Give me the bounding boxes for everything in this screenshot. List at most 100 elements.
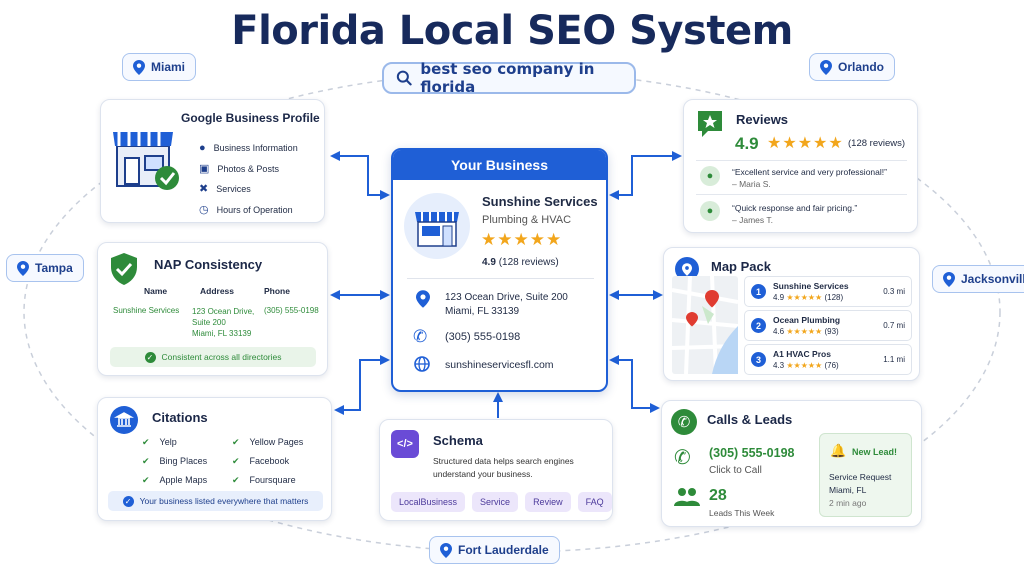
citation-item[interactable]: ✔Facebook [232,452,303,471]
gbp-card: Google Business Profile ●Business Inform… [100,99,325,223]
divider [696,194,907,195]
review-star-icon [698,111,722,137]
citations-card: Citations ✔Yelp ✔Bing Places ✔Apple Maps… [97,397,332,521]
reviews-rating: 4.9 [735,134,759,153]
map-thumbnail[interactable] [672,276,738,374]
phone-icon: ✆ [671,409,697,435]
rank-badge: 3 [751,352,766,367]
reviews-title: Reviews [736,112,789,127]
location-pin-icon [133,59,145,75]
avatar-icon: ● [700,166,720,186]
city-badge-jacksonville[interactable]: Jacksonville [932,265,1024,293]
person-icon: ● [199,142,206,154]
schema-tag[interactable]: FAQ [577,492,612,512]
citation-item[interactable]: ✔Yelp [142,433,207,452]
nap-status: ✓ Consistent across all directories [110,347,316,367]
gbp-list: ●Business Information ▣Photos & Posts ✖S… [199,138,298,220]
citation-item[interactable]: ✔Yellow Pages [232,433,303,452]
phone-icon: ✆ [413,327,428,346]
gbp-item[interactable]: ✖Services [199,179,298,200]
nap-header-address: Address [200,286,235,296]
new-lead-badge: New Lead! [852,447,898,457]
check-circle-icon: ✓ [144,351,156,363]
schema-tag[interactable]: Service [472,492,519,512]
business-category: Plumbing & HVAC [482,214,572,226]
location-pin-icon [820,59,832,75]
nap-header-name: Name [144,286,168,296]
code-icon: </> [391,430,419,458]
click-to-call[interactable]: Click to Call [709,465,762,476]
business-stars: ★★★★★ [481,230,563,249]
tools-icon: ✖ [199,183,209,195]
photo-icon: ▣ [199,162,210,175]
citations-status: ✓ Your business listed everywhere that m… [108,491,323,511]
phone-icon: ✆ [674,447,691,469]
gbp-title: Google Business Profile [181,111,320,125]
reviews-card: Reviews 4.9 ★★★★★ (128 reviews) ● “Excel… [683,99,918,233]
gbp-item[interactable]: ●Business Information [199,138,298,159]
shield-check-icon [111,253,137,285]
city-badge-miami[interactable]: Miami [122,53,197,81]
reviews-count: (128 reviews) [848,138,906,149]
check-icon: ✔ [232,475,240,485]
check-icon: ✔ [142,456,150,466]
business-name: Sunshine Services [482,194,598,209]
citation-item[interactable]: ✔Apple Maps [142,471,207,490]
city-badge-orlando[interactable]: Orlando [809,53,896,81]
location-pin-icon [943,271,955,287]
check-icon: ✔ [232,437,240,447]
nap-header-phone: Phone [264,286,290,296]
calls-phone[interactable]: (305) 555-0198 [709,446,795,460]
search-query: best seo company in florida [420,60,595,96]
schema-tag[interactable]: Review [525,492,571,512]
gbp-item[interactable]: ◷Hours of Operation [199,200,298,221]
nap-title: NAP Consistency [154,257,263,272]
gbp-item[interactable]: ▣Photos & Posts [199,159,298,180]
citation-item[interactable]: ✔Foursquare [232,471,303,490]
business-website[interactable]: sunshineservicesfl.com [445,359,554,371]
divider [407,278,594,279]
calls-card: ✆ Calls & Leads ✆ (305) 555-0198 Click t… [661,400,922,527]
new-lead-details: Service Request Miami, FL 2 min ago [829,472,892,508]
location-pin-icon [17,260,29,276]
schema-title: Schema [433,433,483,448]
city-badge-tampa[interactable]: Tampa [6,254,84,282]
citations-left-list: ✔Yelp ✔Bing Places ✔Apple Maps [142,433,207,490]
business-address: 123 Ocean Drive, Suite 200 Miami, FL 331… [445,292,568,317]
people-icon [674,488,700,506]
check-icon: ✔ [232,456,240,466]
clock-icon: ◷ [199,203,209,216]
leads-label: Leads This Week [709,508,775,518]
building-icon [110,406,138,434]
schema-tag[interactable]: LocalBusiness [391,492,466,512]
map-result-3[interactable]: 3 A1 HVAC Pros 4.3 ★★★★★ (76) 1.1 mi [744,344,912,375]
nap-name: Sunshine Services [113,306,180,315]
avatar-icon: ● [700,201,720,221]
storefront-icon [113,132,179,190]
divider [696,160,907,161]
map-pack-list: 1 Sunshine Services 4.9 ★★★★★ (128) 0.3 … [744,276,912,375]
map-pack-title: Map Pack [711,259,771,274]
search-bar[interactable]: best seo company in florida [382,60,636,96]
city-badge-fort-lauderdale[interactable]: Fort Lauderdale [429,536,560,564]
rank-badge: 2 [751,318,766,333]
search-icon [396,70,412,86]
business-phone[interactable]: (305) 555-0198 [445,331,521,343]
globe-icon [414,356,430,372]
check-circle-icon: ✓ [122,495,134,507]
business-rating: 4.9 (128 reviews) [482,257,559,268]
map-result-2[interactable]: 2 Ocean Plumbing 4.6 ★★★★★ (93) 0.7 mi [744,310,912,341]
review-item: “Excellent service and very professional… [732,167,887,189]
rank-badge: 1 [751,284,766,299]
citation-item[interactable]: ✔Bing Places [142,452,207,471]
location-pin-icon [416,290,430,308]
map-pack-card: Map Pack 1 Sunshine Services 4.9 ★★★★★ (… [663,247,920,381]
new-lead-notification[interactable]: 🔔 New Lead! Service Request Miami, FL 2 … [819,433,912,517]
bell-icon: 🔔 [830,443,847,458]
map-result-1[interactable]: 1 Sunshine Services 4.9 ★★★★★ (128) 0.3 … [744,276,912,307]
check-icon: ✔ [142,437,150,447]
citations-right-list: ✔Yellow Pages ✔Facebook ✔Foursquare [232,433,303,490]
check-icon: ✔ [142,475,150,485]
business-card: Your Business Sunshine Services Plumbing… [391,148,608,392]
